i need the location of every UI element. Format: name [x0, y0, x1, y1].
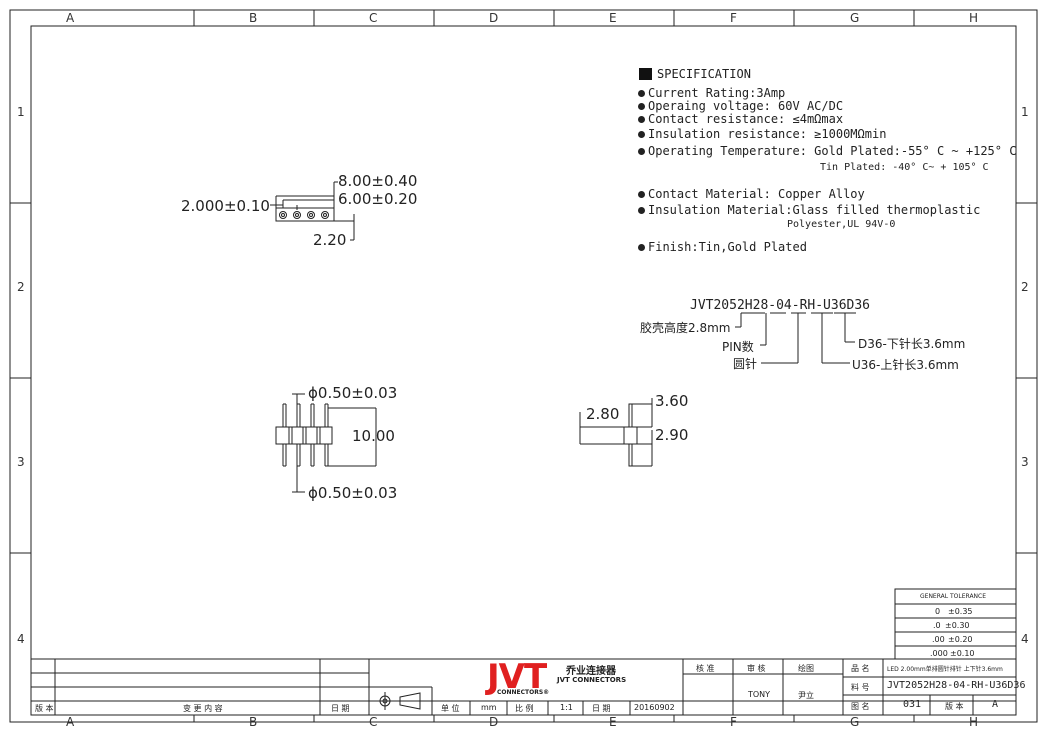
- zone-col-b-bottom: B: [249, 715, 258, 729]
- tolerance-value: ±0.10: [950, 649, 975, 658]
- label-round-pin: 圆针: [733, 357, 758, 371]
- tb-unit-label: 单 位: [441, 704, 460, 713]
- spec-item: Operating Temperature: Gold Plated:-55° …: [638, 144, 1016, 158]
- spec-polyester: Polyester,UL 94V-0: [787, 219, 896, 230]
- zone-col-d-top: D: [489, 11, 499, 25]
- tb-date-value: 20160902: [634, 703, 675, 712]
- dim-top-length: 8.00±0.40: [338, 172, 418, 190]
- zone-row-4-right: 4: [1021, 632, 1029, 646]
- spec-tin-plated: Tin Plated: -40° C~ + 105° C: [820, 162, 989, 173]
- tb-scale-value: 1:1: [560, 703, 573, 712]
- dim-side-body: 2.80: [586, 405, 620, 423]
- zone-row-2-left: 2: [17, 280, 25, 294]
- label-pin-count: PIN数: [722, 340, 754, 354]
- zone-col-a-bottom: A: [66, 715, 75, 729]
- tb-drawer: 尹立: [798, 691, 814, 700]
- label-lower-pin: D36-下针长3.6mm: [858, 337, 966, 351]
- zone-col-h-bottom: H: [969, 715, 979, 729]
- zone-row-3-left: 3: [17, 455, 25, 469]
- tb-scale-label: 比 例: [515, 704, 534, 713]
- zone-row-1-left: 1: [17, 105, 25, 119]
- spec-item: Contact resistance: ≤4mΩmax: [638, 112, 843, 126]
- dim-top-width: 2.20: [313, 231, 347, 249]
- tolerance-value: ±0.30: [945, 621, 970, 630]
- zone-col-g-bottom: G: [850, 715, 860, 729]
- zone-col-g-top: G: [850, 11, 860, 25]
- company-name-en: JVT CONNECTORS: [557, 676, 627, 684]
- spec-item: Current Rating:3Amp: [638, 86, 785, 100]
- tb-name-label: 品 名: [851, 664, 870, 673]
- tb-change-label: 变 更 内 容: [183, 704, 223, 713]
- tb-drawing-label: 图 名: [851, 702, 870, 711]
- zone-col-h-top: H: [969, 11, 979, 25]
- logo-sub: CONNECTORS®: [497, 689, 550, 696]
- tolerance-place: .0: [933, 621, 941, 630]
- tb-version-label: 版 本: [945, 702, 964, 711]
- tolerance-title: GENERAL TOLERANCE: [920, 593, 987, 600]
- tb-name-value: LED 2.00mm单排圆针排针 上下针3.6mm: [887, 666, 1003, 673]
- tb-draw-label: 绘图: [798, 664, 814, 673]
- dim-side-lower: 2.90: [655, 426, 689, 444]
- zone-col-c-top: C: [369, 11, 378, 25]
- tb-part-value: JVT2052H28-04-RH-U36D36: [887, 680, 1026, 691]
- spec-item: Finish:Tin,Gold Plated: [638, 240, 807, 254]
- spec-item: Operaing voltage: 60V AC/DC: [638, 99, 843, 113]
- tb-unit-value: mm: [481, 703, 497, 712]
- dim-pin-top: ϕ0.50±0.03: [308, 384, 398, 402]
- tb-approve-label: 核 准: [696, 664, 715, 673]
- zone-col-c-bottom: C: [369, 715, 378, 729]
- zone-row-1-right: 1: [1021, 105, 1029, 119]
- tb-drawing-value: 031: [903, 699, 922, 710]
- spec-item: Contact Material: Copper Alloy: [638, 187, 865, 201]
- zone-col-e-top: E: [609, 11, 617, 25]
- zone-col-a-top: A: [66, 11, 75, 25]
- tb-rev-label: 版 本: [35, 704, 54, 713]
- tolerance-place: 0: [935, 607, 941, 616]
- tb-part-label: 料 号: [851, 683, 870, 692]
- dim-front-height: 10.00: [352, 427, 395, 445]
- tb-version-value: A: [992, 699, 999, 710]
- label-upper-pin: U36-上针长3.6mm: [852, 358, 959, 372]
- dim-top-pitch: 2.000±0.10: [181, 197, 270, 215]
- spec-title: SPECIFICATION: [657, 67, 751, 81]
- spec-item: Insulation resistance: ≥1000MΩmin: [638, 127, 886, 141]
- tb-date-label: 日 期: [331, 704, 350, 713]
- tolerance-place: .000: [930, 649, 948, 658]
- tb-checker: TONY: [748, 690, 771, 699]
- tb-check-label: 审 核: [747, 664, 766, 673]
- zone-col-d-bottom: D: [489, 715, 499, 729]
- tb-date-label-2: 日 期: [592, 704, 611, 713]
- label-housing-height: 胶壳高度2.8mm: [640, 321, 731, 335]
- tolerance-value: ±0.35: [948, 607, 973, 616]
- zone-col-f-top: F: [730, 11, 737, 25]
- zone-col-e-bottom: E: [609, 715, 617, 729]
- logo-text: JVT: [487, 657, 547, 697]
- dim-pin-bottom: ϕ0.50±0.03: [308, 484, 398, 502]
- dim-side-upper: 3.60: [655, 392, 689, 410]
- zone-row-4-left: 4: [17, 632, 25, 646]
- zone-col-f-bottom: F: [730, 715, 737, 729]
- tolerance-value: ±0.20: [948, 635, 973, 644]
- part-code: JVT2052H28-04-RH-U36D36: [690, 298, 871, 313]
- company-logo: JVT CONNECTORS®: [487, 657, 557, 699]
- tolerance-place: .00: [932, 635, 945, 644]
- zone-row-2-right: 2: [1021, 280, 1029, 294]
- zone-col-b-top: B: [249, 11, 258, 25]
- zone-row-3-right: 3: [1021, 455, 1029, 469]
- spec-item: Insulation Material:Glass filled thermop…: [638, 203, 980, 217]
- company-name-cn: 乔业连接器: [566, 666, 616, 677]
- dim-top-inner: 6.00±0.20: [338, 190, 418, 208]
